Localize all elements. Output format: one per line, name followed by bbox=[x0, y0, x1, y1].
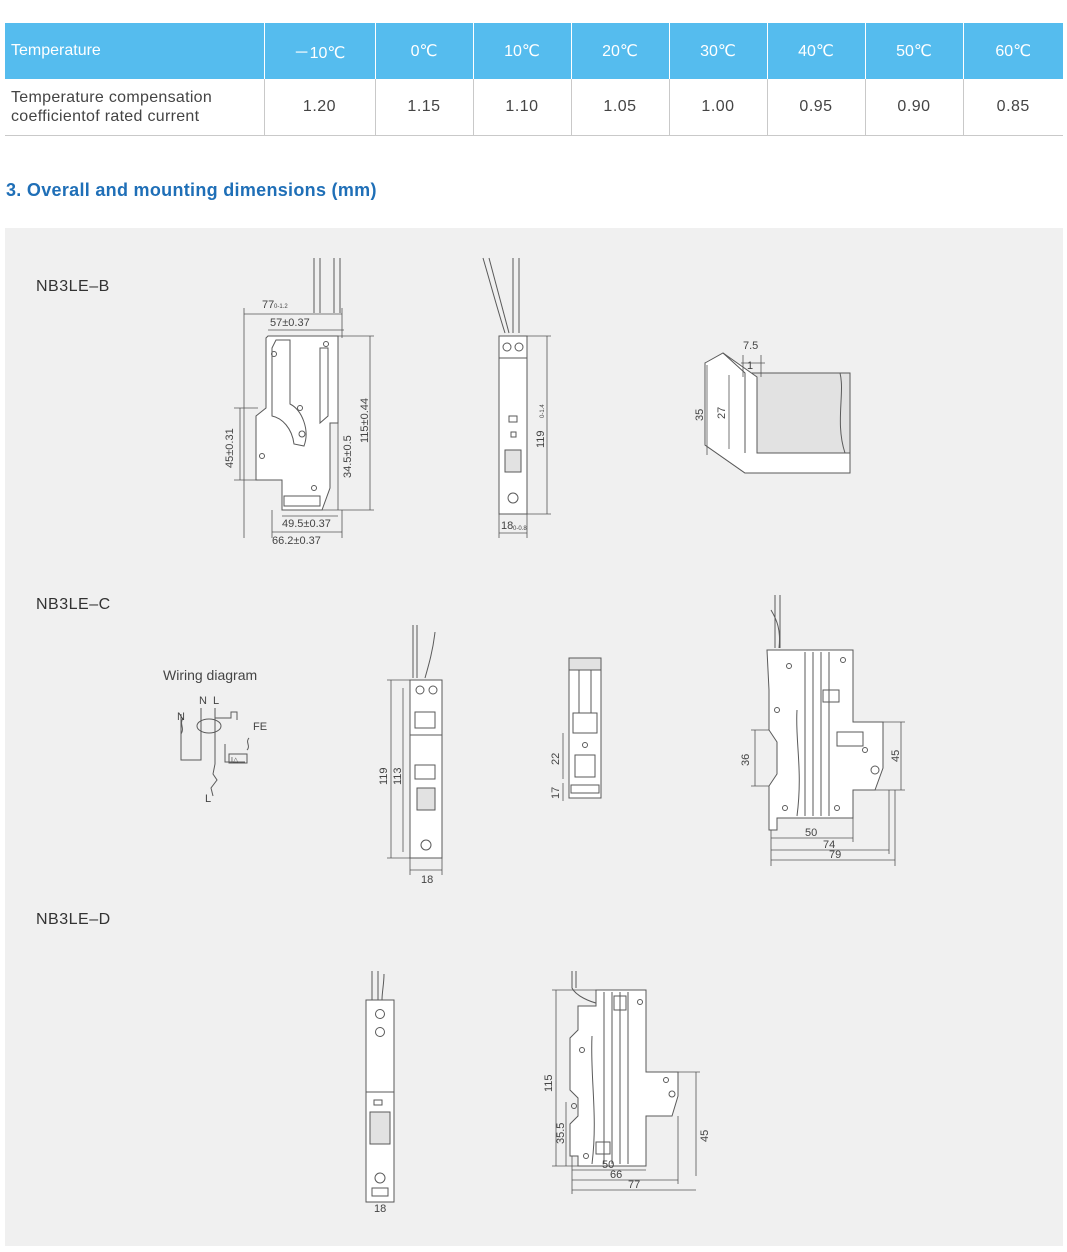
c-terminal-detail-drawing: 22 17 bbox=[550, 657, 602, 801]
dim-b-height-left: 45±0.31 bbox=[224, 428, 236, 468]
header-temp-cell: 50℃ bbox=[865, 23, 964, 79]
c-terminal-body bbox=[568, 657, 602, 799]
din-rail-drawing: 7.5 1 35 27 bbox=[694, 340, 851, 474]
c-front-dimension-lines bbox=[387, 679, 443, 875]
c-side-view-drawing: 36 45 50 74 79 bbox=[740, 595, 905, 866]
c-front-view-drawing: 119 113 18 bbox=[378, 625, 443, 886]
dim-c-22: 22 bbox=[550, 753, 562, 765]
dim-c-113: 113 bbox=[392, 767, 404, 785]
row-label-line1: Temperature compensation bbox=[11, 89, 213, 106]
row-label-line2: coefficientof rated current bbox=[11, 108, 200, 125]
b-front-dimension-lines bbox=[498, 335, 551, 538]
dim-b-total-width-tol: 0-1.2 bbox=[274, 304, 288, 310]
dim-b-inner-height: 34.5±0.5 bbox=[342, 435, 354, 478]
section-title: 3. Overall and mounting dimensions (mm) bbox=[6, 180, 377, 200]
dim-c-45: 45 bbox=[890, 750, 902, 762]
header-temp-cell: 0℃ bbox=[375, 23, 474, 79]
dim-c-17: 17 bbox=[550, 787, 562, 799]
din-rail-body bbox=[704, 352, 851, 474]
dim-d-50: 50 bbox=[602, 1159, 614, 1171]
dim-b-bottom-outer: 66.2±0.37 bbox=[272, 535, 321, 547]
dim-d-77: 77 bbox=[628, 1179, 640, 1191]
table-row: Temperature compensation coefficientof r… bbox=[5, 79, 1063, 136]
dim-c-79: 79 bbox=[829, 849, 841, 861]
header-temp-cell: 30℃ bbox=[669, 23, 768, 79]
wiring-label-ia: I△ bbox=[231, 757, 239, 764]
wiring-label-l-top: L bbox=[213, 695, 219, 707]
model-label-b: NB3LE–B bbox=[36, 278, 110, 295]
dim-d-35-5: 35.5 bbox=[555, 1123, 567, 1144]
dim-d-45: 45 bbox=[699, 1130, 711, 1142]
dim-c-18: 18 bbox=[421, 874, 433, 886]
dim-b-front-width: 18 bbox=[501, 520, 513, 532]
header-temperature-label: Temperature bbox=[5, 23, 265, 79]
dim-c-74: 74 bbox=[823, 839, 835, 851]
dim-c-119: 119 bbox=[378, 767, 390, 785]
wiring-circuit bbox=[180, 708, 250, 797]
dim-d-115: 115 bbox=[543, 1074, 555, 1092]
b-front-view-drawing: 119 0-1.4 18 0-0.8 bbox=[482, 257, 551, 538]
b-side-view-drawing: 77 0-1.2 57±0.37 45±0.31 34.5±0.5 115±0.… bbox=[224, 258, 374, 547]
dim-rail-27: 27 bbox=[716, 407, 728, 419]
coefficient-cell: 1.20 bbox=[264, 79, 376, 136]
dim-b-front-width-tol: 0-0.8 bbox=[513, 526, 527, 532]
wiring-diagram-title: Wiring diagram bbox=[163, 667, 258, 683]
wiring-label-n-left: N bbox=[177, 711, 185, 723]
coefficient-cell: 1.15 bbox=[375, 79, 474, 136]
header-temp-cell: 60℃ bbox=[963, 23, 1063, 79]
dim-rail-7-5: 7.5 bbox=[743, 340, 758, 352]
dim-c-36: 36 bbox=[740, 754, 752, 766]
dim-rail-35: 35 bbox=[694, 409, 706, 421]
c-front-body bbox=[409, 625, 443, 859]
model-label-d: NB3LE–D bbox=[36, 911, 111, 928]
row-label: Temperature compensation coefficientof r… bbox=[5, 79, 265, 136]
dim-b-front-height: 119 bbox=[535, 430, 547, 448]
c-side-dimension-lines bbox=[751, 721, 905, 866]
table-header-row: Temperature －10℃ 0℃ 10℃ 20℃ 30℃ 40℃ 50℃ … bbox=[5, 23, 1063, 79]
din-rail-dimension-lines bbox=[706, 355, 765, 455]
dimensions-panel: NB3LE–B 77 0-1.2 57±0.37 45±0.31 34.5±0.… bbox=[5, 228, 1063, 1246]
d-side-body bbox=[569, 971, 679, 1167]
dim-rail-1: 1 bbox=[747, 360, 753, 372]
d-front-view-drawing: 18 bbox=[365, 971, 395, 1215]
temperature-compensation-table: Temperature －10℃ 0℃ 10℃ 20℃ 30℃ 40℃ 50℃ … bbox=[5, 23, 1063, 136]
dim-b-top-width: 57±0.37 bbox=[270, 317, 310, 329]
dim-d-18: 18 bbox=[374, 1203, 386, 1215]
coefficient-cell: 0.85 bbox=[963, 79, 1063, 136]
header-temp-cell: 10℃ bbox=[473, 23, 572, 79]
wiring-label-l-bottom: L bbox=[205, 793, 211, 805]
wiring-label-n-top: N bbox=[199, 695, 207, 707]
dim-b-height-right: 115±0.44 bbox=[359, 398, 371, 443]
coefficient-cell: 0.90 bbox=[865, 79, 964, 136]
d-front-body bbox=[365, 971, 395, 1203]
d-side-view-drawing: 115 35.5 45 50 66 77 bbox=[543, 971, 711, 1194]
dim-d-66: 66 bbox=[610, 1169, 622, 1181]
b-front-body bbox=[482, 257, 528, 515]
header-temp-cell: 40℃ bbox=[767, 23, 866, 79]
dim-c-50: 50 bbox=[805, 827, 817, 839]
d-side-dimension-lines bbox=[552, 989, 700, 1194]
c-side-body bbox=[766, 595, 884, 831]
wiring-diagram: N L N FE I△ L bbox=[177, 695, 267, 805]
dim-b-bottom-inner: 49.5±0.37 bbox=[282, 518, 331, 530]
coefficient-cell: 1.10 bbox=[473, 79, 572, 136]
model-label-c: NB3LE–C bbox=[36, 596, 111, 613]
coefficient-cell: 1.05 bbox=[571, 79, 670, 136]
wiring-label-fe: FE bbox=[253, 721, 267, 733]
dim-b-front-height-tol: 0-1.4 bbox=[540, 404, 546, 418]
coefficient-cell: 0.95 bbox=[767, 79, 866, 136]
b-side-dimension-lines bbox=[234, 308, 374, 538]
coefficient-cell: 1.00 bbox=[669, 79, 768, 136]
b-side-body bbox=[255, 258, 341, 511]
dim-b-total-width: 77 bbox=[262, 299, 274, 311]
header-temp-cell: 20℃ bbox=[571, 23, 670, 79]
header-temp-cell: －10℃ bbox=[264, 23, 376, 79]
